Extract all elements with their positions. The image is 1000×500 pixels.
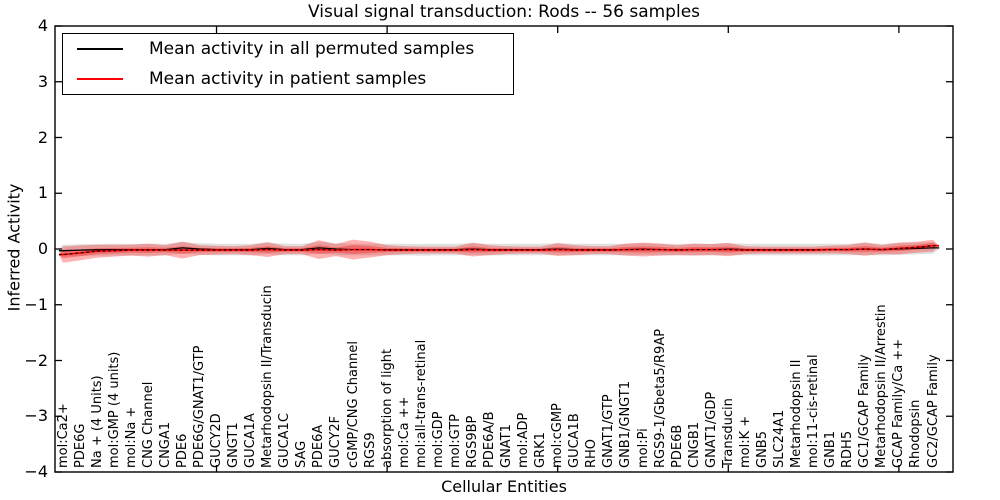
legend-item-label: Mean activity in patient samples <box>149 68 427 89</box>
x-tick-label: RGS9 <box>362 432 378 468</box>
x-tick-label: GNAT1/GTP <box>601 394 617 468</box>
x-tick-label: GRK1 <box>533 432 549 468</box>
y-tick-label: 3 <box>37 71 48 91</box>
x-tick-label: GNB5 <box>754 431 770 468</box>
patient-spread-band-outer <box>59 239 939 263</box>
x-tick-label: mol:Ca2+ <box>55 403 71 468</box>
x-tick-label: RGS9BP <box>464 415 480 468</box>
x-tick-label: mol:all-trans-retinal <box>413 339 429 468</box>
permuted-median-dashed-line <box>59 245 939 256</box>
x-tick-label: GNAT1/GDP <box>703 391 719 468</box>
x-tick-label: absorption of light <box>379 348 395 468</box>
legend-item-patient: Mean activity in patient samples <box>63 65 513 93</box>
x-tick-label: Metarhodopsin II <box>789 359 805 468</box>
x-tick-label: RHO <box>584 438 600 468</box>
x-tick-label: mol:GDP <box>430 411 446 468</box>
x-tick-label: GUCA1B <box>567 413 583 468</box>
x-tick-label: GNGT1 <box>226 422 242 468</box>
x-tick-label: mol:Na + <box>123 406 139 468</box>
x-tick-label: mol:ADP <box>516 412 532 468</box>
chart-title: Visual signal transduction: Rods -- 56 s… <box>307 2 701 22</box>
x-tick-label: GNAT1 <box>499 424 515 468</box>
y-tick-label: −3 <box>24 406 48 426</box>
x-tick-label: mol:Ca ++ <box>396 396 412 468</box>
x-tick-label: Metarhodopsin II/Arrestin <box>874 304 890 468</box>
patient-line-swatch <box>77 77 123 80</box>
y-tick-label: −2 <box>24 350 48 370</box>
x-tick-label: CNG Channel <box>140 381 156 468</box>
x-tick-label: SAG <box>294 440 310 468</box>
x-tick-label: Rhodopsin <box>908 399 924 468</box>
legend-item-permuted: Mean activity in all permuted samples <box>63 35 513 63</box>
y-tick-label: 0 <box>37 239 48 258</box>
x-tick-label: RGS9-1/Gbeta5/R9AP <box>652 328 668 468</box>
x-tick-label: mol:Pi <box>635 428 651 468</box>
x-tick-label: GUCY2F <box>328 415 344 468</box>
legend-item-label: Mean activity in all permuted samples <box>149 39 475 60</box>
y-tick-label: −1 <box>24 294 48 314</box>
x-tick-label: GUCA1A <box>243 413 259 468</box>
x-tick-label: GUCY2D <box>209 413 225 468</box>
x-tick-label: GUCA1C <box>277 413 293 468</box>
x-tick-label: mol:K + <box>737 415 753 468</box>
x-tick-label: Na + (4 Units) <box>89 375 105 468</box>
x-tick-label: PDE6A/B <box>481 411 497 468</box>
y-tick-label: 4 <box>37 16 48 35</box>
x-tick-label: GCAP Family/Ca ++ <box>891 338 907 468</box>
x-tick-label: PDE6 <box>174 433 190 468</box>
x-tick-label: cGMP/CNG Channel <box>345 340 361 468</box>
x-tick-label: CNGA1 <box>157 421 173 468</box>
x-tick-label: Metarhodopsin II/Transducin <box>260 285 276 468</box>
x-tick-label: mol:cGMP <box>550 403 566 468</box>
x-tick-label: PDE6B <box>669 424 685 468</box>
x-tick-label: GNB1/GNGT1 <box>618 381 634 468</box>
y-tick-label: −4 <box>24 462 48 481</box>
x-tick-label: PDE6G <box>72 423 88 468</box>
x-tick-label: PDE6A <box>311 424 327 468</box>
x-tick-label: RDH5 <box>840 430 856 468</box>
x-tick-label: GC1/GCAP Family <box>857 354 873 468</box>
x-tick-label: CNGB1 <box>686 421 702 468</box>
y-tick-label: 1 <box>37 183 48 203</box>
x-tick-label: mol:GTP <box>447 414 463 468</box>
x-tick-label: GC2/GCAP Family <box>925 354 941 468</box>
permuted-line-swatch <box>77 48 123 51</box>
x-tick-label: Transducin <box>720 398 736 468</box>
x-axis-label: Cellular Entities <box>441 477 567 496</box>
x-tick-label: SLC24A1 <box>771 409 787 468</box>
legend: Mean activity in all permuted samples Me… <box>62 33 514 95</box>
x-tick-label: mol:GMP (4 units) <box>106 351 122 468</box>
x-tick-label: GNB1 <box>823 431 839 468</box>
y-tick-label: 2 <box>37 127 48 147</box>
x-tick-label: PDE6G/GNAT1/GTP <box>191 345 207 468</box>
x-tick-label: mol:11-cis-retinal <box>806 354 822 468</box>
